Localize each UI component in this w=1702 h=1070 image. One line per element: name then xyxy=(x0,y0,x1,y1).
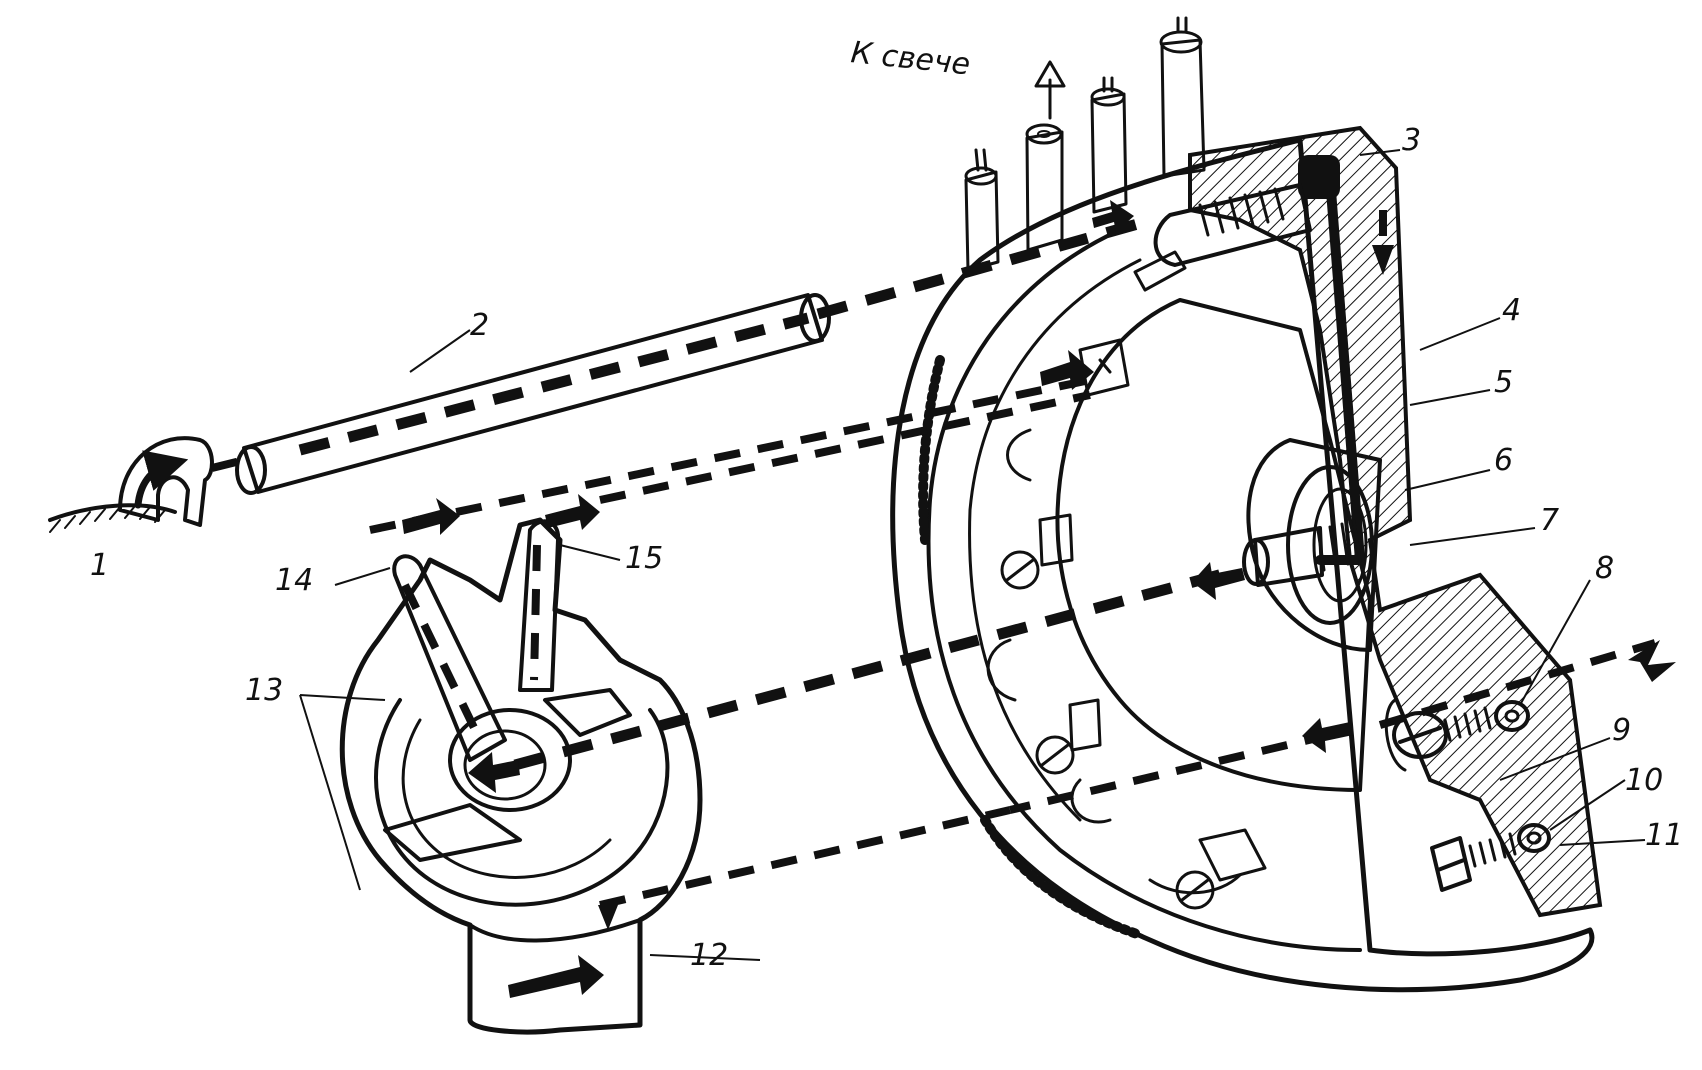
arrow-icon xyxy=(545,494,600,530)
rotor xyxy=(339,517,703,1035)
label-15: 15 xyxy=(625,541,663,576)
top-spring xyxy=(1153,183,1312,267)
arrow-icon xyxy=(468,752,520,793)
label-8: 8 xyxy=(1595,551,1614,586)
cam xyxy=(48,436,214,533)
arrow-up-icon xyxy=(1034,60,1066,120)
label-9: 9 xyxy=(1612,713,1631,748)
label-14: 14 xyxy=(275,563,313,598)
arrow-icon xyxy=(1628,640,1676,682)
screw-icon xyxy=(1000,550,1040,590)
caption-to-spark-plug: К свече xyxy=(849,35,972,82)
label-7: 7 xyxy=(1540,503,1559,538)
central-carbon-contact xyxy=(1242,519,1362,587)
arrow-icon xyxy=(1372,245,1394,275)
adjusting-screw-upper xyxy=(1384,698,1530,772)
label-3: 3 xyxy=(1402,123,1421,158)
arrow-icon xyxy=(598,905,618,930)
arrow-icon xyxy=(402,498,460,535)
distributor-cap xyxy=(890,125,1603,993)
arrow-icon xyxy=(1302,718,1353,753)
arrow-icon xyxy=(1040,350,1094,390)
screw-icon xyxy=(1035,735,1075,775)
label-1: 1 xyxy=(90,548,109,583)
label-4: 4 xyxy=(1502,293,1521,328)
leader-lines xyxy=(299,149,1646,961)
arrow-icon xyxy=(508,955,604,998)
label-13: 13 xyxy=(245,673,283,708)
label-5: 5 xyxy=(1494,365,1513,400)
label-2: 2 xyxy=(470,308,489,343)
label-11: 11 xyxy=(1645,818,1683,853)
current-flow-paths xyxy=(211,210,1657,909)
arrow-icon xyxy=(1092,200,1134,232)
label-6: 6 xyxy=(1494,443,1513,478)
screw-icon xyxy=(1175,870,1215,910)
adjusting-screw-lower xyxy=(1430,823,1551,892)
arrow-icon xyxy=(1192,562,1245,600)
spark-plug-leads xyxy=(964,16,1206,272)
top-contact xyxy=(1298,155,1340,199)
label-10: 10 xyxy=(1625,763,1663,798)
label-12: 12 xyxy=(690,938,728,973)
shaft xyxy=(235,293,831,495)
